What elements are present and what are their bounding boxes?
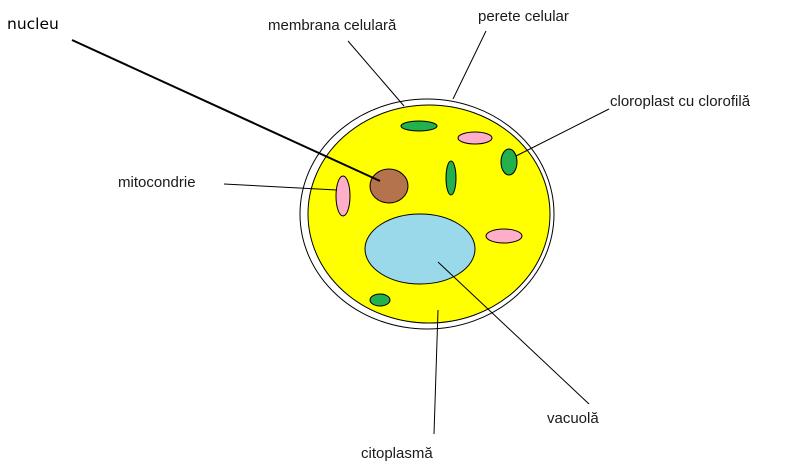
label-vacuola: vacuolă [547, 410, 599, 427]
mitochondrion [336, 176, 350, 216]
label-perete-celular: perete celular [478, 8, 569, 25]
leader-cloroplast [516, 109, 609, 156]
leader-membrana [348, 41, 404, 106]
label-citoplasma: citoplasmă [361, 445, 433, 462]
chloroplast [446, 161, 456, 195]
leader-perete [453, 31, 486, 99]
nucleus [370, 169, 408, 203]
chloroplast [370, 294, 390, 306]
label-membrana-celulara: membrana celulară [268, 17, 397, 34]
chloroplast [501, 149, 517, 175]
mitochondrion [458, 132, 492, 144]
leader-nucleu [72, 40, 380, 181]
label-cloroplast: cloroplast cu clorofilă [610, 93, 751, 110]
label-mitocondrie: mitocondrie [118, 174, 196, 191]
vacuole [365, 214, 475, 284]
chloroplast [401, 121, 437, 131]
mitochondrion [486, 229, 522, 243]
label-nucleu: nucleu [7, 15, 59, 33]
